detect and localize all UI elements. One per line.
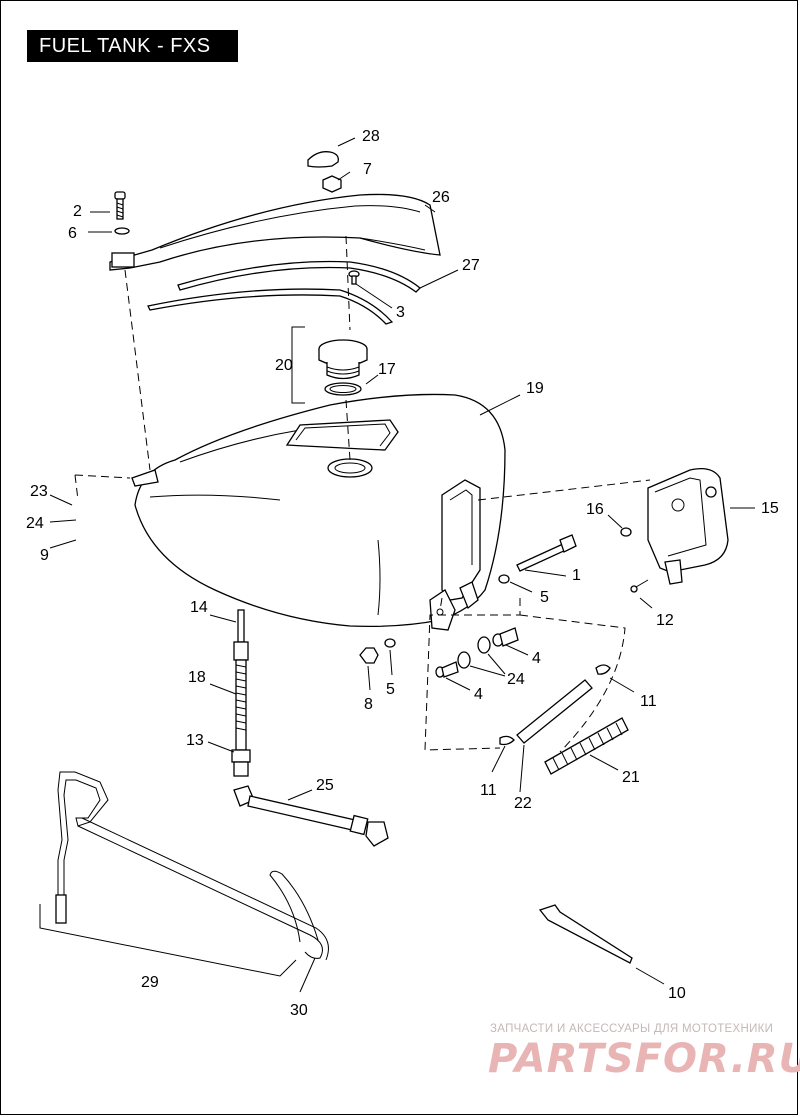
callout-8: 8 xyxy=(364,696,373,713)
tank-console-part xyxy=(109,193,441,271)
callout-12: 12 xyxy=(656,612,674,629)
callout-24: 24 xyxy=(26,515,44,532)
callout-15: 15 xyxy=(761,500,779,517)
acorn-nut-part xyxy=(359,647,379,664)
washer-part xyxy=(114,227,130,235)
reference-lines xyxy=(74,235,651,753)
nut-part xyxy=(322,175,342,193)
callout-20: 20 xyxy=(275,357,293,374)
fuel-valve-part xyxy=(231,609,251,777)
hose-spring-part xyxy=(544,717,629,775)
vent-kit-bracket xyxy=(39,904,297,977)
callout-4: 4 xyxy=(532,650,541,667)
callout-7: 7 xyxy=(363,161,372,178)
watermark-tagline: ЗАПЧАСТИ И АКСЕССУАРЫ ДЛЯ МОТОТЕХНИКИ xyxy=(490,1023,774,1035)
callout-25: 25 xyxy=(316,777,334,794)
grommet-part xyxy=(477,636,491,654)
bolt-part xyxy=(435,661,459,678)
callout-4b: 4 xyxy=(474,686,483,703)
fuel-line-part xyxy=(233,785,389,847)
cable-strap-part xyxy=(538,904,633,964)
callout-21: 21 xyxy=(622,769,640,786)
bolt-part xyxy=(492,627,519,647)
cap-kit-bracket xyxy=(291,326,305,404)
small-screw-part xyxy=(348,270,360,285)
callout-1: 1 xyxy=(572,567,581,584)
fuel-cap-part xyxy=(318,339,368,380)
hose-clamp-part xyxy=(595,664,611,675)
bolt-part xyxy=(516,534,577,572)
screw-part xyxy=(114,191,126,220)
washer-part xyxy=(498,574,510,584)
callout-6: 6 xyxy=(68,225,77,242)
callout-5b: 5 xyxy=(386,681,395,698)
console-pad-part xyxy=(147,260,421,325)
callout-29: 29 xyxy=(141,974,159,991)
callout-11b: 11 xyxy=(480,782,497,799)
callout-2: 2 xyxy=(73,203,82,220)
callout-22: 22 xyxy=(514,795,532,812)
callout-19: 19 xyxy=(526,380,544,397)
callout-11: 11 xyxy=(640,693,657,710)
callout-labels: 28 7 26 2 6 27 3 20 17 19 23 24 9 16 15 … xyxy=(26,128,779,1019)
callout-18: 18 xyxy=(188,669,206,686)
callout-24b: 24 xyxy=(507,671,525,688)
callout-26: 26 xyxy=(432,189,450,206)
callout-13: 13 xyxy=(186,732,204,749)
callout-14: 14 xyxy=(190,599,208,616)
watermark-logo: PARTSFOR.RU xyxy=(488,1036,800,1082)
callout-23: 23 xyxy=(30,483,48,500)
callout-27: 27 xyxy=(462,257,480,274)
fuel-tank-part xyxy=(131,393,506,631)
washer-part xyxy=(620,527,632,537)
heat-shield-part xyxy=(647,467,729,585)
callout-17: 17 xyxy=(378,361,396,378)
callout-10: 10 xyxy=(668,985,686,1002)
callout-28: 28 xyxy=(362,128,380,145)
gauge-cover-part xyxy=(307,151,339,168)
callout-30: 30 xyxy=(290,1002,308,1019)
fuel-hose-part xyxy=(516,679,593,744)
screw-part xyxy=(630,579,649,593)
leader-lines xyxy=(49,137,755,993)
callout-3: 3 xyxy=(396,304,405,321)
callout-16: 16 xyxy=(586,501,604,518)
callout-5: 5 xyxy=(540,589,549,606)
hose-clamp-part xyxy=(499,735,515,746)
callout-9: 9 xyxy=(40,547,49,564)
washer-part xyxy=(384,638,396,648)
vent-line-part xyxy=(55,771,329,961)
grommet-part xyxy=(457,651,471,669)
diagram-title: FUEL TANK - FXS xyxy=(27,30,238,62)
